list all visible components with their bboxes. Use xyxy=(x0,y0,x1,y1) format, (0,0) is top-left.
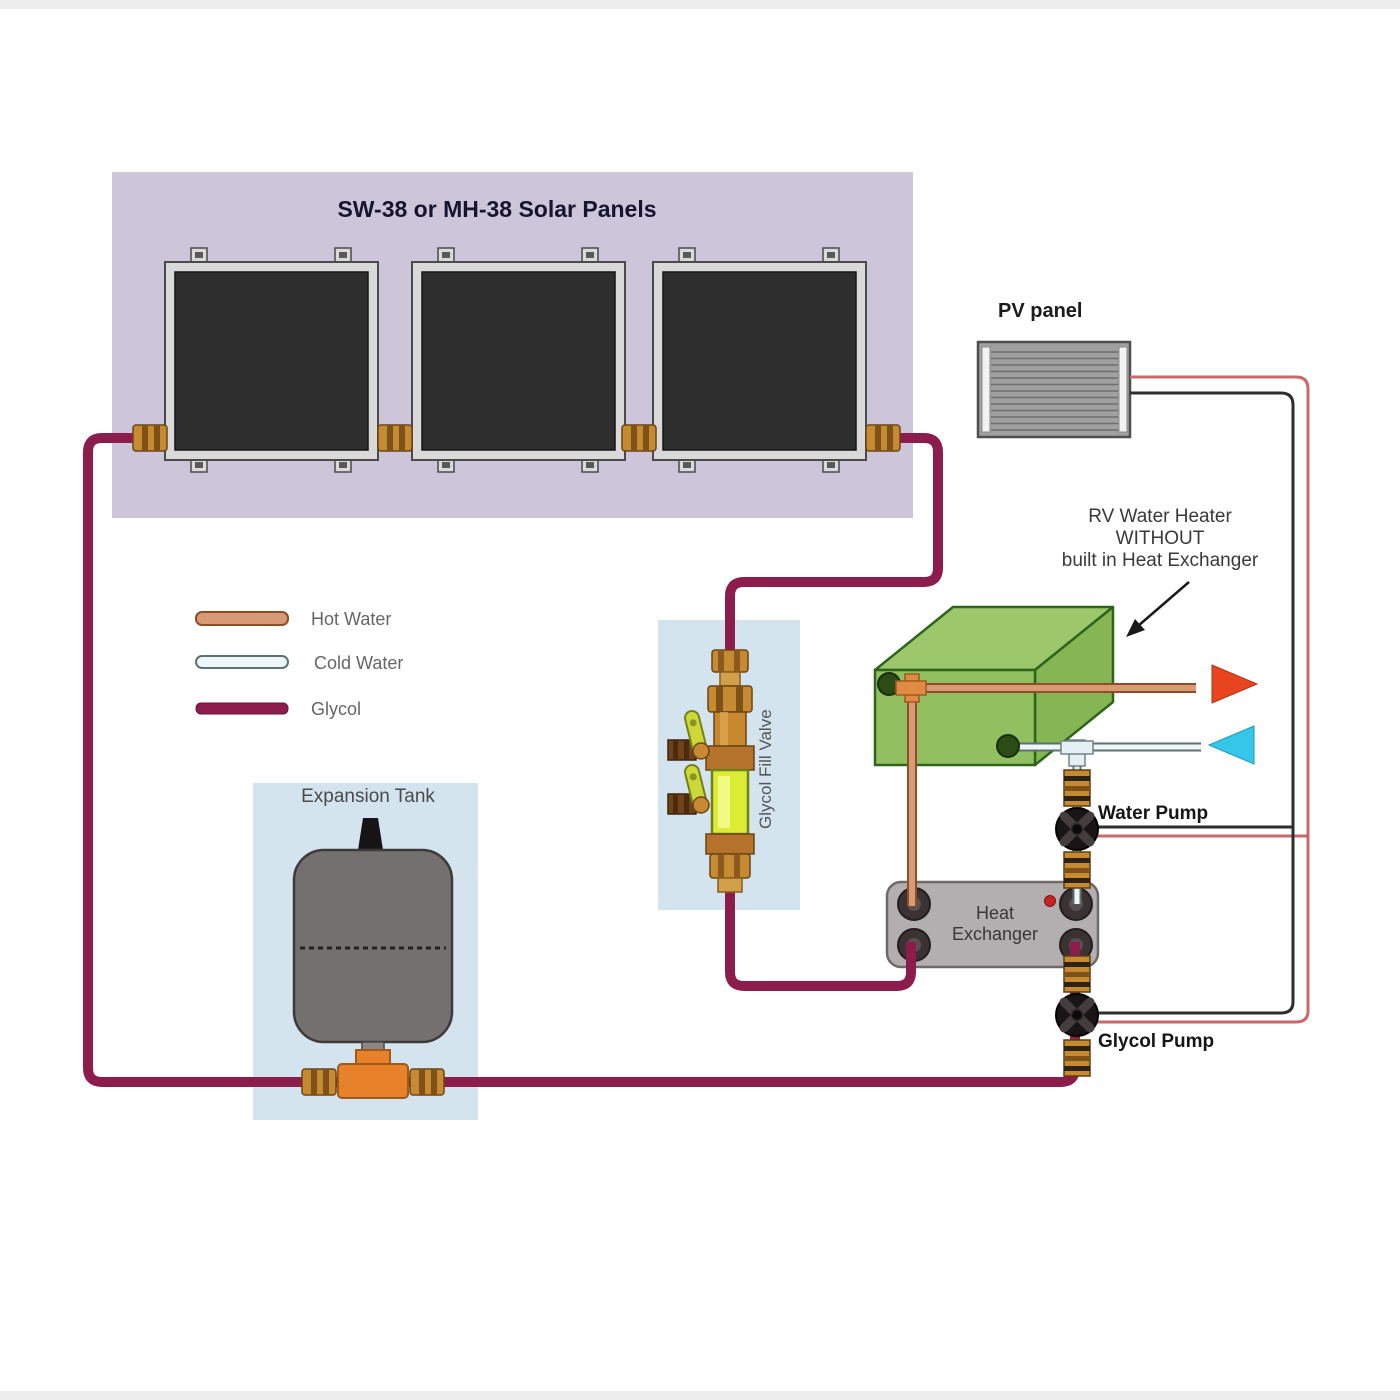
wire-negative xyxy=(1096,391,1295,1015)
heat-exchanger-label-line1: Heat xyxy=(975,903,1015,923)
water-pump xyxy=(1055,769,1099,889)
legend-swatches xyxy=(195,611,289,715)
cold-water-tee xyxy=(1060,739,1094,767)
hot-water-tee xyxy=(895,673,927,703)
rv-heater-note-line2: WITHOUT xyxy=(1115,528,1205,549)
tank-cold-port xyxy=(996,734,1020,758)
top-edge-band xyxy=(0,0,1400,9)
wire-positive xyxy=(1093,375,1310,1024)
heat-exchanger-label-line2: Exchanger xyxy=(951,924,1039,944)
fill-valve-handle-1 xyxy=(667,709,710,761)
pv-panel-label: PV panel xyxy=(998,300,1083,322)
bottom-edge-band xyxy=(0,1391,1400,1400)
glycol-supply-pipe xyxy=(725,433,943,991)
glycol-fill-valve-label: Glycol Fill Valve xyxy=(756,709,775,829)
heater-note-arrow xyxy=(1126,581,1190,637)
water-pump-label: Water Pump xyxy=(1098,803,1209,824)
cold-water-in-arrow xyxy=(1207,725,1255,765)
rv-heater-note: RV Water Heater WITHOUT built in Heat Ex… xyxy=(1030,506,1290,572)
fill-valve-handle-2 xyxy=(667,763,710,815)
legend-hot-water-swatch xyxy=(195,611,289,626)
solar-panel-2 xyxy=(411,247,626,473)
solar-panel-3 xyxy=(652,247,867,473)
legend-label-glycol: Glycol xyxy=(311,699,362,719)
glycol-fill-valve xyxy=(667,649,755,893)
legend-label-hot-water: Hot Water xyxy=(311,609,392,629)
legend-glycol-swatch xyxy=(195,702,289,715)
rv-heater-note-line1: RV Water Heater xyxy=(1088,506,1232,527)
hot-water-out-arrow xyxy=(1211,664,1259,704)
expansion-tank-tee xyxy=(337,1049,409,1099)
tank-air-valve xyxy=(358,818,383,850)
legend-cold-water-swatch xyxy=(195,655,289,669)
solar-panels-title: SW-38 or MH-38 Solar Panels xyxy=(337,196,657,222)
pv-wiring xyxy=(1093,375,1310,1024)
solar-panel-1 xyxy=(164,247,379,473)
heat-exchanger-label: Heat Exchanger xyxy=(900,903,1090,945)
hot-water-piping xyxy=(897,683,1196,906)
glycol-pump-label: Glycol Pump xyxy=(1098,1031,1215,1052)
heat-exchanger-indicator-dot xyxy=(1044,895,1056,907)
rv-heater-note-line3: built in Heat Exchanger xyxy=(1061,550,1259,571)
legend-label-cold-water: Cold Water xyxy=(314,653,404,673)
pv-panel xyxy=(976,340,1132,439)
glycol-return-pipe xyxy=(83,433,1080,1087)
glycol-pump xyxy=(1055,955,1099,1077)
expansion-tank-label: Expansion Tank xyxy=(301,786,435,807)
expansion-tank xyxy=(292,818,454,1099)
